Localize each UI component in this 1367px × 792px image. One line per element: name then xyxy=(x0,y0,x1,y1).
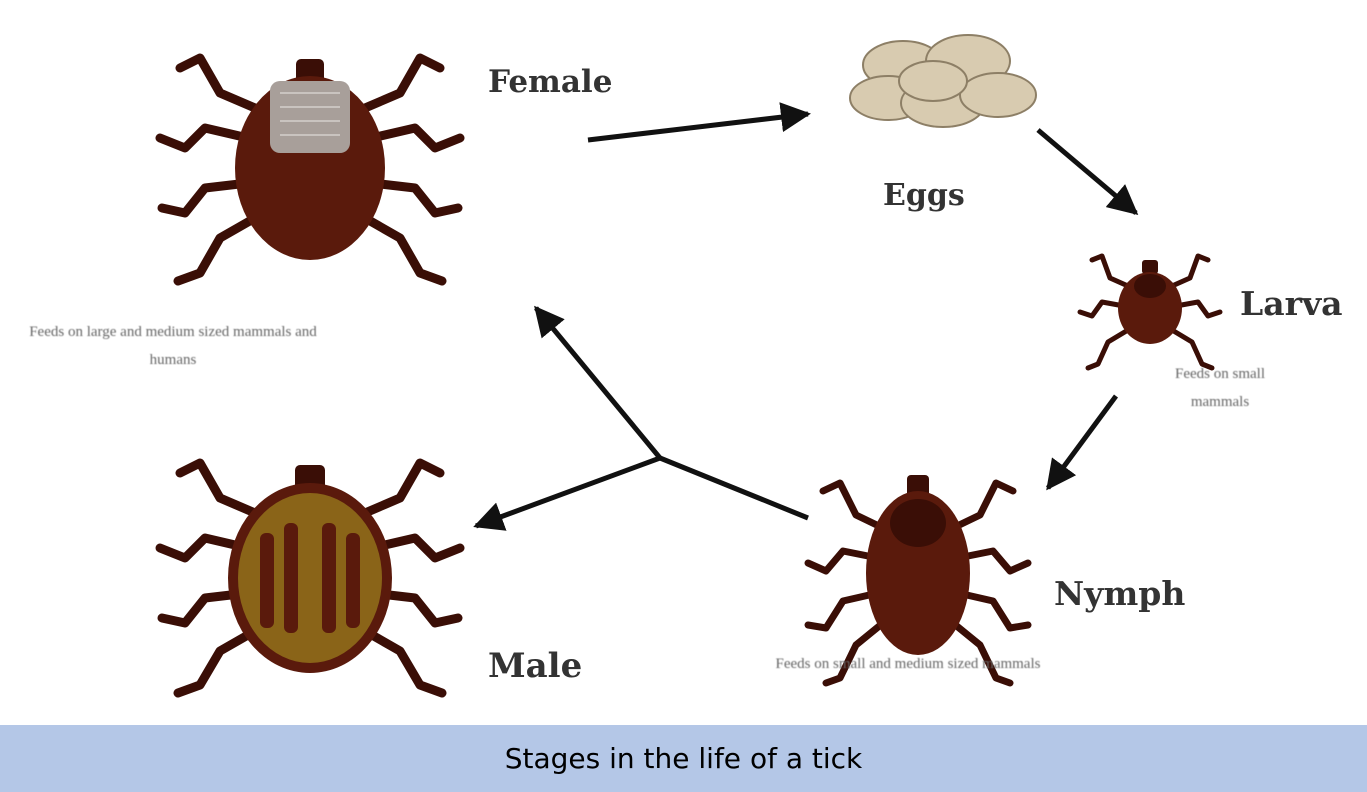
tick-life-cycle-diagram: Female Eggs Larva Nymph Male Feeds on la… xyxy=(18,8,1364,725)
male-tick-illustration xyxy=(160,463,460,693)
stage-label-male: Male xyxy=(488,646,582,686)
eggs-illustration xyxy=(850,35,1036,127)
arrow-nymph-to-junction xyxy=(660,458,808,518)
stage-label-nymph: Nymph xyxy=(1054,574,1185,613)
stage-note-female: Feeds on large and medium sized mammals … xyxy=(23,318,323,374)
caption-text: Stages in the life of a tick xyxy=(505,742,863,775)
arrow-female-to-eggs xyxy=(588,114,808,140)
arrow-junction-to-female xyxy=(536,308,660,458)
stage-note-nymph: Feeds on small and medium sized mammals xyxy=(753,650,1063,678)
caption-bar: Stages in the life of a tick xyxy=(0,725,1367,792)
arrow-larva-to-nymph xyxy=(1048,396,1116,488)
arrow-junction-to-male xyxy=(476,458,660,526)
stage-note-larva: Feeds on small mammals xyxy=(1150,360,1290,416)
arrow-eggs-to-larva xyxy=(1038,130,1136,213)
stage-label-female: Female xyxy=(488,64,612,100)
stage-label-larva: Larva xyxy=(1240,284,1343,323)
stage-label-eggs: Eggs xyxy=(883,178,965,213)
female-tick-illustration xyxy=(160,58,460,281)
larva-tick-illustration xyxy=(1080,256,1220,368)
